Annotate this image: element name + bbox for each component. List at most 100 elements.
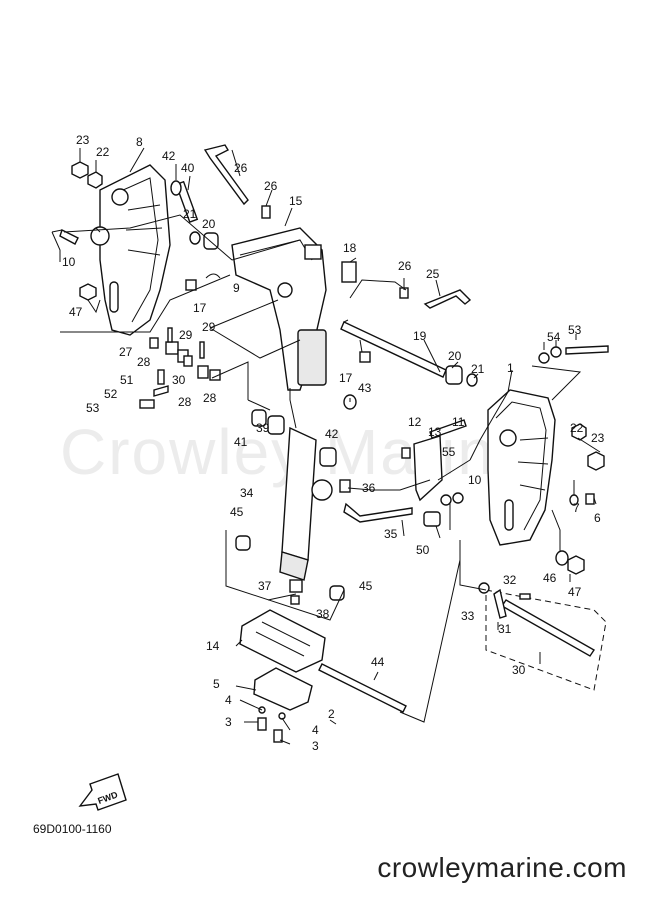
callout-9: 9: [233, 281, 240, 295]
lever-24[interactable]: [423, 289, 472, 309]
ring-43[interactable]: [170, 180, 182, 196]
callout-18: 18: [343, 241, 357, 255]
bolt-37[interactable]: [339, 479, 351, 493]
callout-28b: 28: [178, 395, 192, 409]
callout-29b: 29: [202, 320, 216, 334]
bushing-42-right[interactable]: [319, 447, 337, 467]
callout-20b: 20: [448, 349, 462, 363]
callout-22: 22: [96, 145, 110, 159]
lever-36[interactable]: [343, 502, 413, 523]
bolt-51[interactable]: [139, 399, 155, 409]
spring-29[interactable]: [167, 327, 173, 343]
nut-23[interactable]: [71, 161, 89, 179]
bolt-6[interactable]: [585, 493, 595, 505]
washer-4-right[interactable]: [278, 712, 286, 720]
fwd-arrow-icon: [78, 773, 127, 811]
clamp-bracket-left[interactable]: [90, 164, 171, 336]
tilt-lever-25[interactable]: [203, 144, 249, 206]
callout-46: 46: [543, 571, 557, 585]
callout-30: 30: [172, 373, 186, 387]
trim-rod-31[interactable]: [501, 599, 595, 657]
callout-47b: 47: [568, 585, 582, 599]
callout-36: 35: [384, 527, 398, 541]
callout-14: 13: [428, 425, 442, 439]
callout-23: 23: [76, 133, 90, 147]
nut-47[interactable]: [79, 283, 97, 301]
pin-30[interactable]: [183, 355, 193, 367]
bushing-20-right[interactable]: [445, 365, 463, 385]
washer-54[interactable]: [538, 352, 550, 364]
callout-31: 30: [512, 663, 526, 677]
callout-35: 34: [240, 486, 254, 500]
pin-33[interactable]: [519, 593, 531, 600]
stopper-15[interactable]: [239, 609, 326, 673]
plate-14[interactable]: [413, 435, 443, 502]
clip-32[interactable]: [493, 588, 507, 619]
callout-53: 54: [547, 330, 561, 344]
callout-42: 41: [234, 435, 248, 449]
callout-39: 38: [316, 607, 330, 621]
grease-nipple-17[interactable]: [185, 279, 197, 291]
spring-29-right[interactable]: [199, 341, 205, 359]
collar-45-right[interactable]: [329, 585, 345, 601]
callout-51: 53: [86, 401, 100, 415]
washer-22-right[interactable]: [571, 423, 587, 441]
knob-48[interactable]: [423, 511, 441, 527]
callout-12: 11: [452, 415, 465, 429]
washer-55[interactable]: [452, 492, 464, 504]
callout-2: 2: [328, 707, 335, 721]
callout-4: 4: [225, 693, 232, 707]
nut-23-right[interactable]: [587, 451, 605, 471]
trim-rod-assembly-box: [485, 589, 607, 691]
screw-13[interactable]: [401, 447, 411, 459]
callout-8: 8: [136, 135, 143, 149]
bolt-52[interactable]: [565, 345, 609, 355]
collar-45[interactable]: [235, 535, 251, 551]
callout-16: 15: [289, 194, 303, 208]
bushing-42[interactable]: [251, 409, 267, 427]
plate-2[interactable]: [253, 667, 313, 711]
callout-5: 5: [213, 677, 220, 691]
spring-49[interactable]: [157, 369, 165, 385]
callout-27: 28: [203, 391, 217, 405]
callout-3: 3: [225, 715, 232, 729]
bushing-28-right[interactable]: [197, 365, 209, 379]
nut-47-right[interactable]: [567, 555, 585, 575]
nut-27[interactable]: [209, 369, 221, 381]
callout-45b: 45: [359, 579, 373, 593]
bolt-39[interactable]: [290, 595, 300, 605]
screw-26-left[interactable]: [149, 337, 159, 349]
clip-9[interactable]: [205, 273, 221, 279]
bushing-28[interactable]: [165, 341, 179, 355]
callout-50: 52: [104, 387, 118, 401]
swivel-bracket[interactable]: [231, 227, 327, 391]
tilt-cylinder-35[interactable]: [279, 426, 333, 581]
washer-34[interactable]: [478, 582, 490, 594]
callout-43b: 43: [358, 381, 372, 395]
callout-28: 28: [137, 355, 151, 369]
bolt-3[interactable]: [257, 717, 267, 731]
callout-6: 6: [594, 511, 601, 525]
label-18[interactable]: [341, 261, 357, 283]
callout-40: 40: [181, 161, 195, 175]
clamp-bracket-right[interactable]: [487, 389, 556, 546]
shaft-19[interactable]: [340, 321, 447, 378]
clip-50[interactable]: [153, 385, 169, 397]
washer-22[interactable]: [87, 171, 103, 189]
grease-nipple-17-right[interactable]: [359, 351, 371, 363]
washer-53[interactable]: [440, 494, 452, 506]
washer-46[interactable]: [555, 550, 569, 566]
bushing-41[interactable]: [267, 415, 285, 435]
nut-53[interactable]: [550, 346, 562, 358]
washer-21[interactable]: [189, 231, 201, 245]
bolt-12[interactable]: [429, 419, 467, 439]
callout-53b: 55: [442, 445, 456, 459]
grease-nipple-26[interactable]: [261, 205, 271, 219]
shaft-44[interactable]: [318, 663, 407, 713]
callout-3b: 3: [312, 739, 319, 753]
website-link[interactable]: crowleymarine.com: [377, 852, 627, 883]
bushing-38[interactable]: [289, 579, 303, 593]
callout-33: 32: [503, 573, 517, 587]
bolt-3-right[interactable]: [273, 729, 283, 743]
bolt-10[interactable]: [59, 229, 79, 245]
